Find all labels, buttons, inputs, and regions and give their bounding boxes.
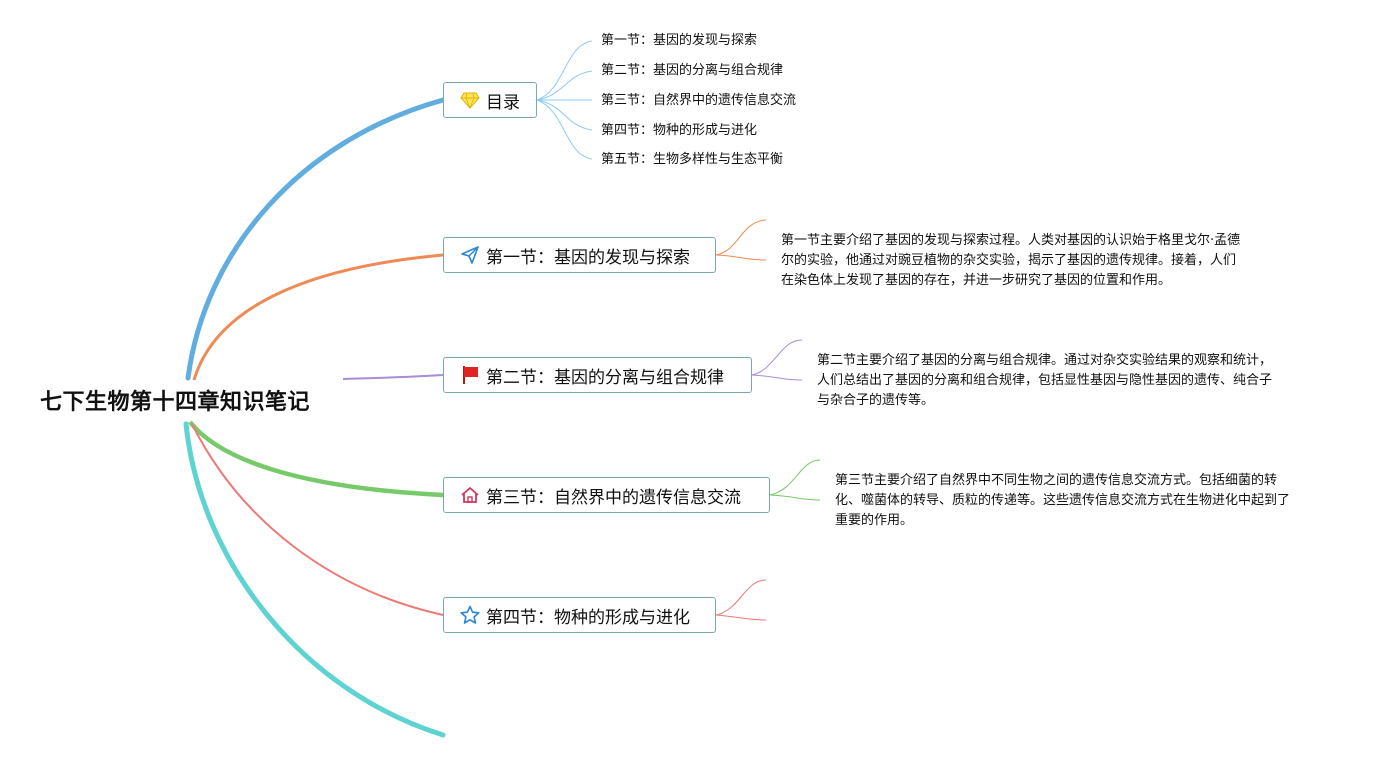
note-line: 在染色体上发现了基因的存在，并进一步研究了基因的位置和作用。: [781, 273, 1172, 288]
toc-label: 目录: [486, 92, 520, 113]
note-line: 尔的实验，他通过对豌豆植物的杂交实验，揭示了基因的遗传规律。接着，人们: [781, 253, 1237, 268]
section-3-label: 第三节：自然界中的遗传信息交流: [486, 487, 741, 508]
note-line: 重要的作用。: [835, 513, 914, 528]
branch-section-4: [191, 423, 444, 616]
toc-item-1[interactable]: 第一节：基因的发现与探索: [601, 33, 758, 48]
note-line: 人们总结出了基因的分离和组合规律，包括显性基因与隐性基因的遗传、纯合子: [817, 373, 1273, 388]
note-line: 第三节主要介绍了自然界中不同生物之间的遗传信息交流方式。包括细菌的转: [835, 473, 1278, 488]
section-1-label: 第一节：基因的发现与探索: [486, 247, 690, 268]
red-flag-icon: [460, 365, 480, 385]
section-4-node[interactable]: 第四节：物种的形成与进化: [443, 597, 716, 633]
toc-subbranches: [536, 40, 593, 160]
section-4-label: 第四节：物种的形成与进化: [486, 607, 690, 628]
branch-section-3: [188, 420, 444, 498]
branch-toc: [185, 97, 446, 381]
branch-section-1: [192, 253, 444, 381]
section-3-node[interactable]: 第三节：自然界中的遗传信息交流: [443, 477, 770, 513]
paper-plane-icon: [460, 245, 480, 265]
toc-node[interactable]: 目录: [443, 82, 537, 118]
toc-item-3[interactable]: 第三节：自然界中的遗传信息交流: [601, 93, 797, 108]
section-2-label: 第二节：基因的分离与组合规律: [486, 367, 724, 388]
note-line: 与杂合子的遗传等。: [817, 393, 935, 408]
section-3-note: 第三节主要介绍了自然界中不同生物之间的遗传信息交流方式。包括细菌的转 化、噬菌体…: [835, 471, 1290, 531]
section-2-note: 第二节主要介绍了基因的分离与组合规律。通过对杂交实验结果的观察和统计， 人们总结…: [817, 351, 1272, 411]
toc-item-5[interactable]: 第五节：生物多样性与生态平衡: [601, 152, 784, 167]
section-2-node[interactable]: 第二节：基因的分离与组合规律: [443, 357, 752, 393]
branch-bottom: [183, 421, 446, 738]
section-1-node[interactable]: 第一节：基因的发现与探索: [443, 237, 716, 273]
branch-section-2: [342, 374, 444, 380]
note-line: 化、噬菌体的转导、质粒的传递等。这些遗传信息交流方式在生物进化中起到了: [835, 493, 1291, 508]
mindmap-root-title[interactable]: 七下生物第十四章知识笔记: [40, 390, 311, 415]
toc-item-2[interactable]: 第二节：基因的分离与组合规律: [601, 63, 784, 78]
star-outline-icon: [460, 605, 480, 625]
toc-item-4[interactable]: 第四节：物种的形成与进化: [601, 123, 758, 138]
home-icon: [460, 485, 480, 505]
section-1-note: 第一节主要介绍了基因的发现与探索过程。人类对基因的认识始于格里戈尔·孟德 尔的实…: [781, 231, 1240, 291]
note-line: 第二节主要介绍了基因的分离与组合规律。通过对杂交实验结果的观察和统计，: [817, 353, 1273, 368]
note-line: 第一节主要介绍了基因的发现与探索过程。人类对基因的认识始于格里戈尔·孟德: [781, 233, 1241, 248]
diamond-icon: [460, 90, 480, 110]
